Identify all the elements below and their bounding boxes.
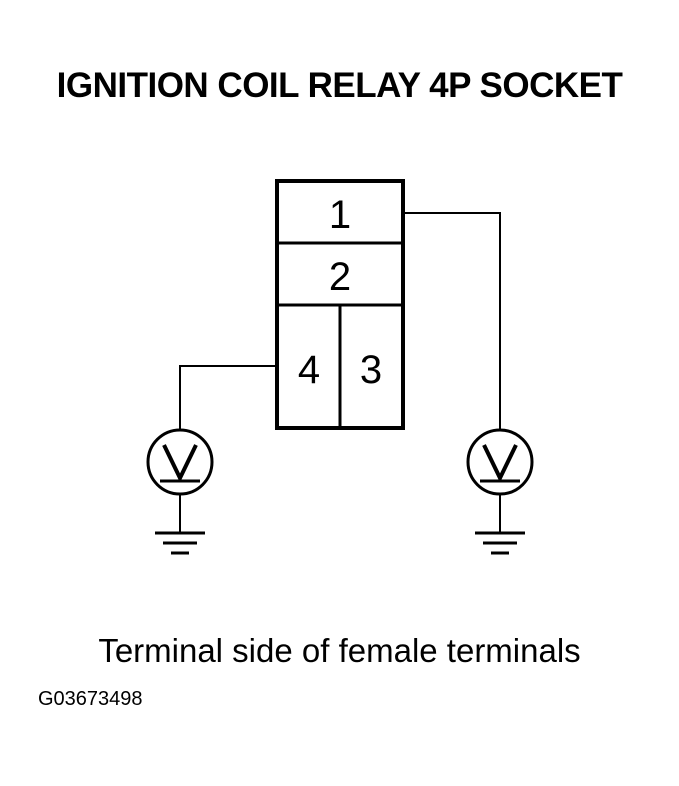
diagram-caption: Terminal side of female terminals (98, 632, 581, 669)
voltmeter-left-icon (146, 428, 214, 496)
voltmeter-right-icon (466, 428, 534, 496)
terminal-2-label: 2 (329, 255, 351, 299)
ground-right-icon (475, 494, 525, 555)
diagram-title: IGNITION COIL RELAY 4P SOCKET (56, 66, 623, 105)
ground-left-icon (155, 494, 205, 555)
terminal-4-label: 4 (298, 348, 320, 392)
figure-code: G03673498 (38, 688, 143, 710)
relay-socket (275, 179, 405, 430)
terminal-1-label: 1 (329, 193, 351, 237)
terminal-3-label: 3 (360, 348, 382, 392)
wire-terminal-1 (403, 212, 501, 430)
wire-terminal-4 (179, 365, 277, 430)
